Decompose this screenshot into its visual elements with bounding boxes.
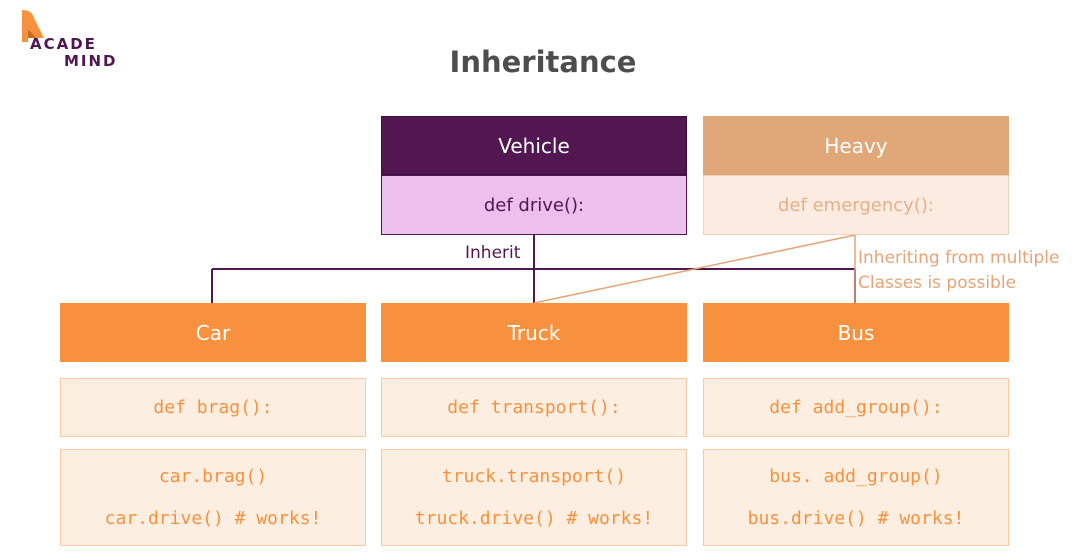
logo-text-line2: MIND — [64, 52, 118, 70]
bus-usage-line2: bus.drive() # works! — [747, 507, 965, 529]
vehicle-method-box: def drive(): — [381, 175, 687, 235]
inherit-connector — [211, 235, 856, 303]
car-class-header: Car — [60, 303, 366, 362]
note-line2: Classes is possible — [858, 273, 1017, 293]
bus-method-box: def add_group(): — [703, 378, 1009, 437]
truck-usage-box: truck.transport() truck.drive() # works! — [381, 449, 687, 546]
truck-method-box: def transport(): — [381, 378, 687, 437]
truck-class-header: Truck — [381, 303, 687, 362]
note-line1: Inheriting from multiple — [858, 248, 1060, 268]
heavy-method-box: def emergency(): — [703, 175, 1009, 235]
heavy-class-header: Heavy — [703, 116, 1009, 175]
truck-usage-line2: truck.drive() # works! — [414, 507, 654, 529]
bus-usage-line1: bus. add_group() — [769, 466, 943, 488]
inherit-label: Inherit — [465, 243, 521, 263]
multiple-inherit-connector — [533, 234, 856, 304]
bus-usage-box: bus. add_group() bus.drive() # works! — [703, 449, 1009, 546]
logo-text-line1: ACADE — [30, 35, 97, 53]
vehicle-class-header: Vehicle — [381, 116, 687, 175]
page-title: Inheritance — [449, 45, 637, 79]
car-usage-line1: car.brag() — [158, 466, 268, 488]
car-method-box: def brag(): — [60, 378, 366, 437]
multiple-inheritance-note: Inheriting from multiple Classes is poss… — [858, 246, 1059, 296]
truck-usage-line1: truck.transport() — [441, 466, 627, 488]
logo-bookmark-icon — [22, 10, 44, 42]
car-usage-box: car.brag() car.drive() # works! — [60, 449, 366, 546]
bus-class-header: Bus — [703, 303, 1009, 362]
car-usage-line2: car.drive() # works! — [104, 507, 322, 529]
